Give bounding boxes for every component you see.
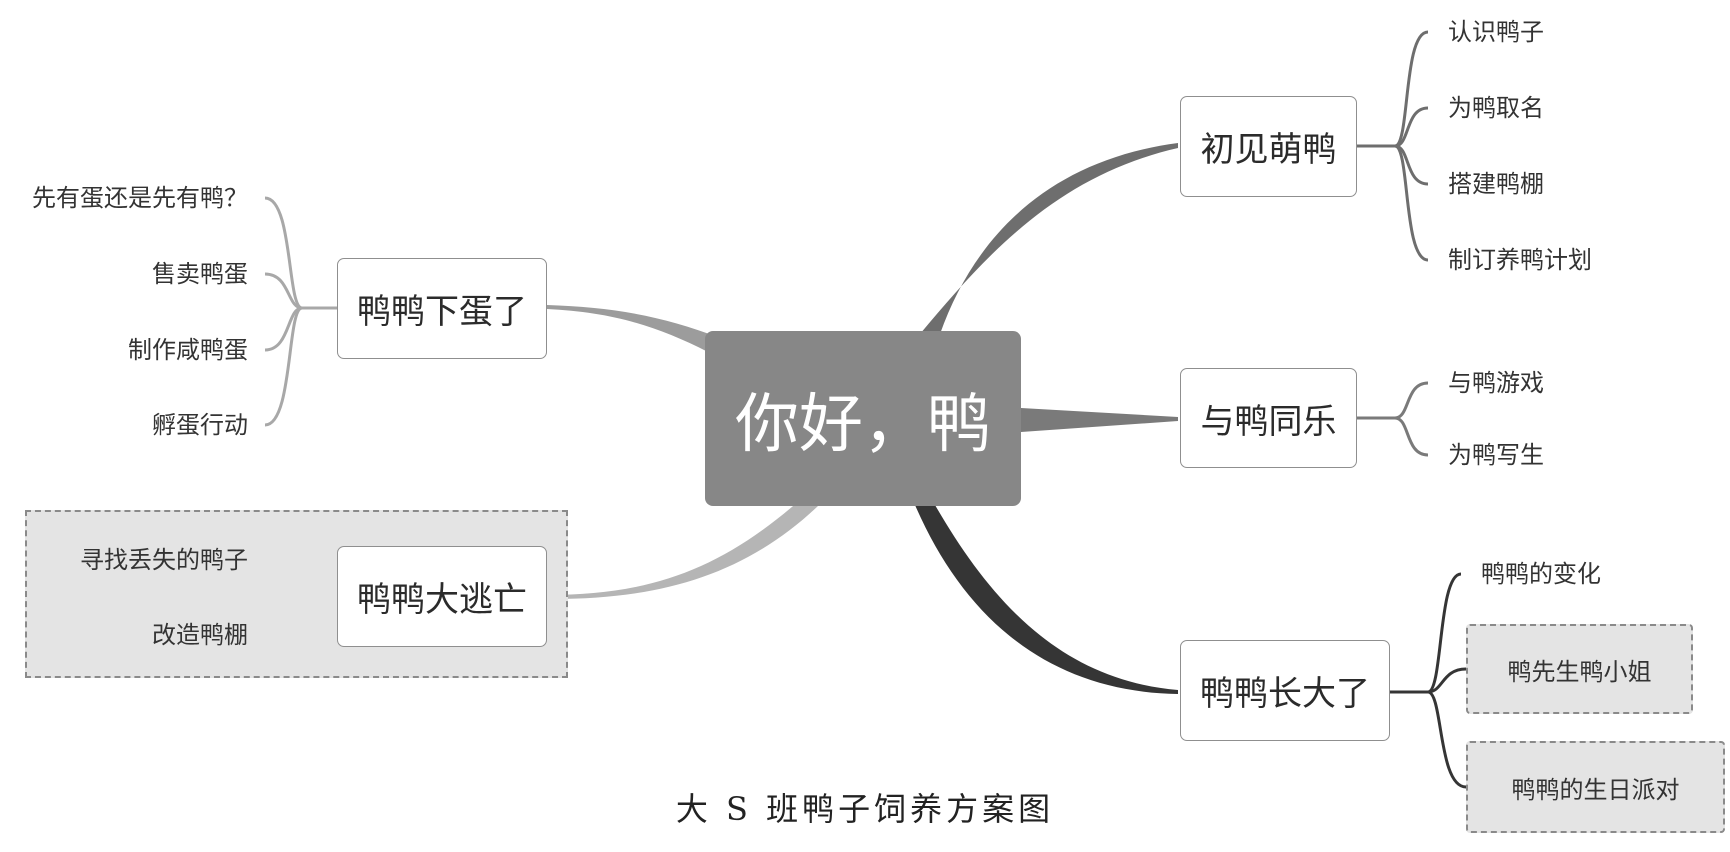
leaf-zhizuo-xianyadan[interactable]: 制作咸鸭蛋 — [128, 336, 248, 364]
leaf-yu-ya-youxi[interactable]: 与鸭游戏 — [1448, 369, 1544, 397]
leaf-xian-you-dan[interactable]: 先有蛋还是先有鸭？ — [32, 184, 248, 212]
leaf-dajian-yapeng[interactable]: 搭建鸭棚 — [1448, 170, 1544, 198]
leaf-renshi-yazi[interactable]: 认识鸭子 — [1448, 18, 1544, 46]
leaf-zhiding-jihua[interactable]: 制订养鸭计划 — [1448, 246, 1592, 274]
leaf-wei-ya-xiesheng[interactable]: 为鸭写生 — [1448, 441, 1544, 469]
bracket-zhangda — [1390, 572, 1467, 789]
connector-central-chujian — [920, 143, 1178, 334]
bracket-xiadan — [264, 196, 337, 427]
leaf-xunzhao-yazi[interactable]: 寻找丢失的鸭子 — [80, 546, 248, 574]
leaf-gaizao-yapeng[interactable]: 改造鸭棚 — [152, 621, 248, 649]
connector-central-zhangda — [915, 505, 1178, 694]
connector-central-yuya — [1021, 408, 1178, 432]
leaf-yaya-bianhua[interactable]: 鸭鸭的变化 — [1481, 560, 1601, 588]
branch-taowang[interactable]: 鸭鸭大逃亡 — [337, 546, 547, 647]
branch-xiadan[interactable]: 鸭鸭下蛋了 — [337, 258, 547, 359]
connector-central-taowang — [547, 500, 818, 600]
leaf-shoumai-yadan[interactable]: 售卖鸭蛋 — [152, 260, 248, 288]
branch-yuya[interactable]: 与鸭同乐 — [1180, 368, 1357, 468]
connector-central-xiadan — [547, 305, 720, 352]
branch-chujian[interactable]: 初见萌鸭 — [1180, 96, 1357, 197]
leaf-fudan-xingdong[interactable]: 孵蛋行动 — [152, 411, 248, 439]
figure-caption: 大 S 班鸭子饲养方案图 — [675, 790, 1055, 828]
leaf-yaya-shengri-paidui[interactable]: 鸭鸭的生日派对 — [1466, 741, 1725, 833]
leaf-ya-xiansheng-ya-xiaojie[interactable]: 鸭先生鸭小姐 — [1466, 624, 1693, 714]
bracket-chujian — [1357, 30, 1429, 262]
bracket-yuya — [1357, 381, 1429, 457]
branch-zhangda[interactable]: 鸭鸭长大了 — [1180, 640, 1390, 741]
central-topic[interactable]: 你好，鸭 — [705, 331, 1021, 506]
leaf-wei-ya-quming[interactable]: 为鸭取名 — [1448, 94, 1544, 122]
